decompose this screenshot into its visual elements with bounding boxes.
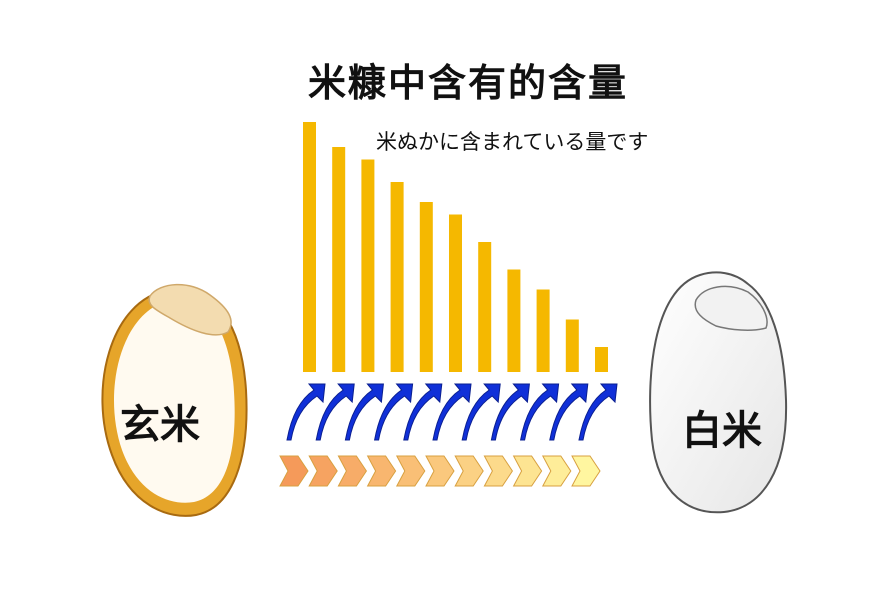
curved-arrow-icon-1	[286, 383, 326, 441]
brown-rice-grain-icon	[101, 283, 248, 517]
white-rice-label: 白米	[682, 408, 762, 454]
curved-arrow-icon-2	[315, 383, 355, 441]
chevron-right-icon-11	[571, 455, 601, 487]
bar-8	[507, 269, 521, 372]
bar-2	[332, 147, 346, 372]
bar-6	[449, 214, 462, 372]
progress-chevrons	[279, 455, 601, 487]
chevron-right-icon-7	[454, 455, 484, 487]
chevron-right-icon-4	[366, 455, 397, 487]
polishing-arrows	[286, 383, 618, 441]
curved-arrow-icon-11	[578, 383, 618, 441]
diagram-title: 米糠中含有的含量	[307, 61, 628, 105]
diagram-subtitle: 米ぬかに含まれている量です	[376, 130, 649, 154]
chevron-right-icon-6	[425, 455, 455, 487]
chevron-right-icon-9	[512, 455, 543, 487]
curved-arrow-icon-10	[549, 383, 589, 441]
curved-arrow-icon-3	[344, 383, 384, 441]
bran-content-bars	[303, 122, 608, 372]
brown-rice-label: 玄米	[120, 402, 200, 448]
curved-arrow-icon-4	[374, 383, 414, 441]
chevron-right-icon-1	[279, 455, 309, 487]
white-rice-grain-icon	[649, 271, 788, 514]
curved-arrow-icon-9	[520, 383, 560, 441]
curved-arrow-icon-8	[490, 383, 530, 441]
bar-10	[565, 319, 579, 372]
bar-11	[595, 347, 608, 372]
chevron-right-icon-2	[308, 455, 338, 487]
curved-arrow-icon-7	[461, 383, 501, 441]
chevron-right-icon-5	[395, 455, 426, 487]
bar-4	[390, 182, 404, 372]
bar-5	[419, 202, 433, 372]
bar-3	[361, 159, 375, 372]
bar-1	[303, 122, 316, 372]
bar-9	[536, 289, 550, 372]
chevron-right-icon-3	[337, 455, 368, 487]
chevron-right-icon-10	[541, 455, 572, 487]
bar-7	[478, 242, 492, 372]
chevron-right-icon-8	[483, 455, 514, 487]
curved-arrow-icon-5	[403, 383, 443, 441]
curved-arrow-icon-6	[432, 383, 472, 441]
